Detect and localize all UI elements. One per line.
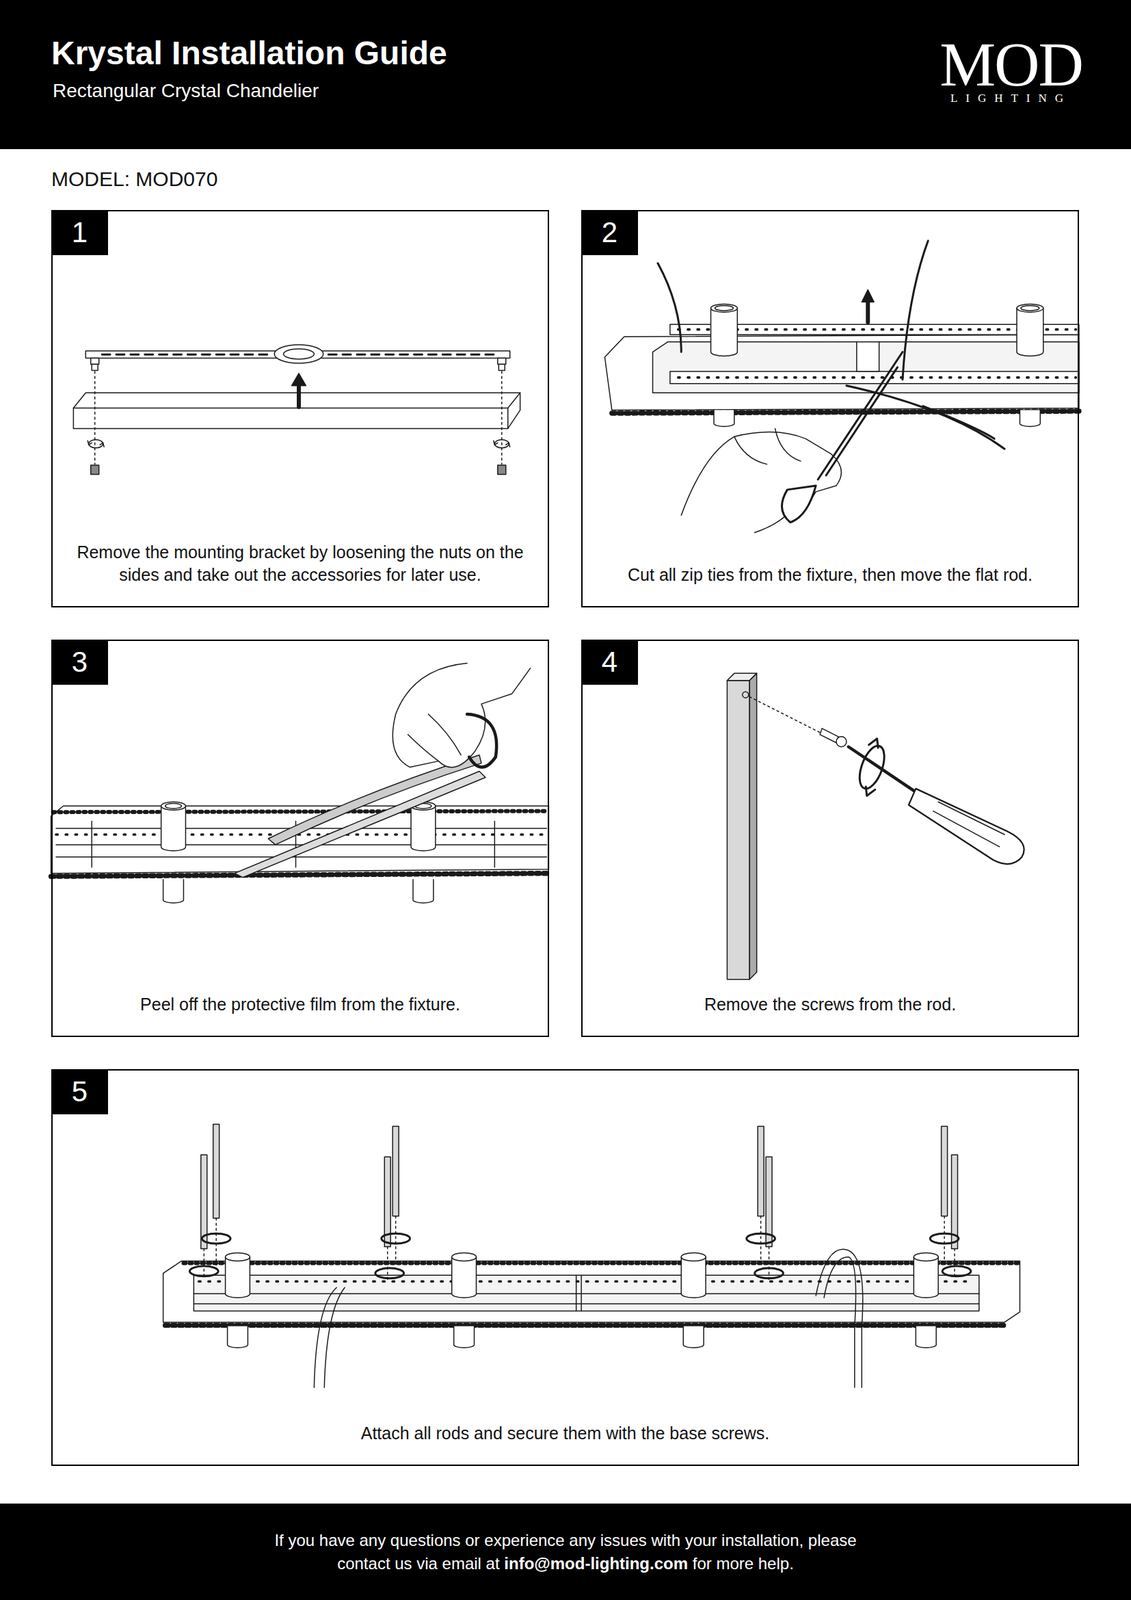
step-panel: 3Peel off the protective film from the f…	[51, 639, 550, 1037]
step-panel: 4Remove the screws from the rod.	[581, 639, 1080, 1037]
step-number: 3	[51, 639, 109, 685]
footer-text: If you have any questions or experience …	[250, 1528, 881, 1574]
film-illustration	[51, 662, 550, 902]
step-caption: Peel off the protective film from the fi…	[66, 992, 535, 1016]
zip-tie-illustration	[604, 240, 1080, 533]
page-title: Krystal Installation Guide	[51, 34, 448, 72]
subtitle: Rectangular Crystal Chandelier	[52, 80, 319, 102]
step-number: 5	[51, 1068, 109, 1114]
step-caption: Remove the mounting bracket by loosening…	[66, 540, 535, 586]
rod-illustration	[726, 672, 1024, 979]
step-caption: Cut all zip ties from the fixture, then …	[596, 563, 1064, 587]
step-caption: Attach all rods and secure them with the…	[66, 1421, 1064, 1445]
step-panel: 2Cut all zip ties from the fixture, then…	[581, 209, 1080, 608]
email-address: info@mod-lighting.com	[503, 1553, 688, 1573]
model-number: MODEL: MOD070	[51, 167, 218, 191]
step-number: 2	[581, 209, 638, 256]
step-panel: 5Attach all rods and secure them with th…	[51, 1068, 1080, 1466]
step-panel: 1Remove the mounting bracket by loosenin…	[51, 209, 550, 608]
logo-word: MOD	[936, 30, 1086, 100]
step-caption: Remove the screws from the rod.	[596, 992, 1064, 1016]
footer-note: for more help.	[692, 1553, 794, 1573]
bracket-illustration	[73, 344, 520, 474]
logo-subword: LIGHTING	[936, 92, 1086, 106]
assembly-illustration	[163, 1124, 1021, 1388]
step-number: 4	[581, 639, 638, 685]
step-number: 1	[51, 209, 109, 256]
footer-band: If you have any questions or experience …	[0, 1502, 1131, 1600]
